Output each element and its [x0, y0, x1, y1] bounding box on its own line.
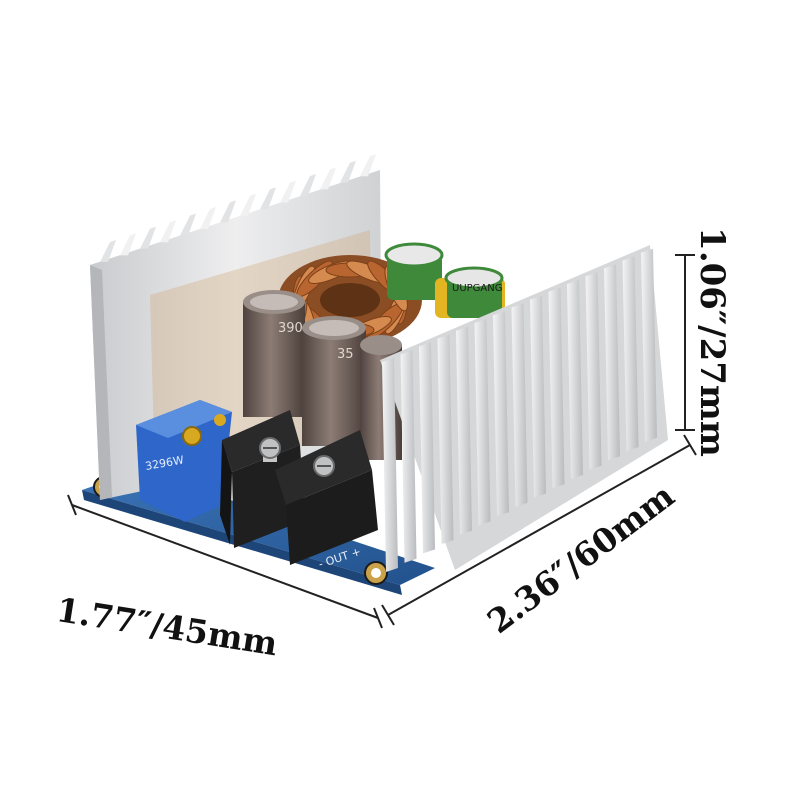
capacitor-2-voltage: 35	[337, 347, 354, 362]
right-fin	[419, 342, 435, 554]
capacitor-1-label: 390	[278, 321, 303, 336]
dimension-lines	[67, 254, 697, 629]
electrolytic-capacitors: 390 35	[243, 290, 402, 460]
left-fin	[300, 174, 316, 196]
left-fin	[220, 200, 236, 223]
left-fin	[360, 154, 376, 177]
left-fin	[200, 207, 216, 229]
right-fin	[567, 280, 583, 479]
left-fin	[140, 226, 156, 249]
right-fin	[585, 272, 602, 470]
right-fin	[530, 295, 546, 498]
right-fin	[493, 311, 509, 517]
capacitor-2: 35	[302, 316, 366, 446]
right-fin	[641, 248, 657, 442]
left-fin	[280, 180, 296, 203]
left-heatsink-fins	[100, 154, 376, 262]
right-fin	[548, 287, 565, 489]
watermark-text: UUPGANG	[452, 283, 503, 294]
right-fin	[400, 350, 417, 563]
right-fin	[437, 334, 454, 545]
left-fin	[340, 160, 356, 183]
right-fin	[622, 256, 639, 452]
left-fin	[240, 193, 256, 216]
right-fin	[382, 358, 398, 572]
width-dimension-line	[67, 494, 383, 629]
height-dimension-line	[675, 254, 695, 431]
right-fin	[604, 264, 620, 461]
left-fin	[160, 220, 176, 243]
left-fin	[320, 167, 336, 190]
screw-terminal-block	[220, 410, 378, 565]
right-fin	[511, 303, 528, 507]
left-fin	[260, 187, 276, 210]
left-fin	[120, 233, 136, 256]
left-fin	[100, 240, 116, 262]
green-capacitors: UUPGANG	[384, 242, 505, 318]
right-fin	[474, 319, 491, 526]
right-fin	[456, 326, 472, 535]
right-heatsink-fins	[382, 248, 657, 572]
height-dimension-label: 1.06″/27mm	[692, 227, 732, 457]
trimmer-potentiometer: 3296W	[136, 400, 232, 522]
capacitor-1: 390	[243, 290, 305, 417]
depth-dimension-line	[381, 434, 697, 626]
right-heatsink	[380, 245, 668, 572]
left-fin	[180, 213, 196, 236]
